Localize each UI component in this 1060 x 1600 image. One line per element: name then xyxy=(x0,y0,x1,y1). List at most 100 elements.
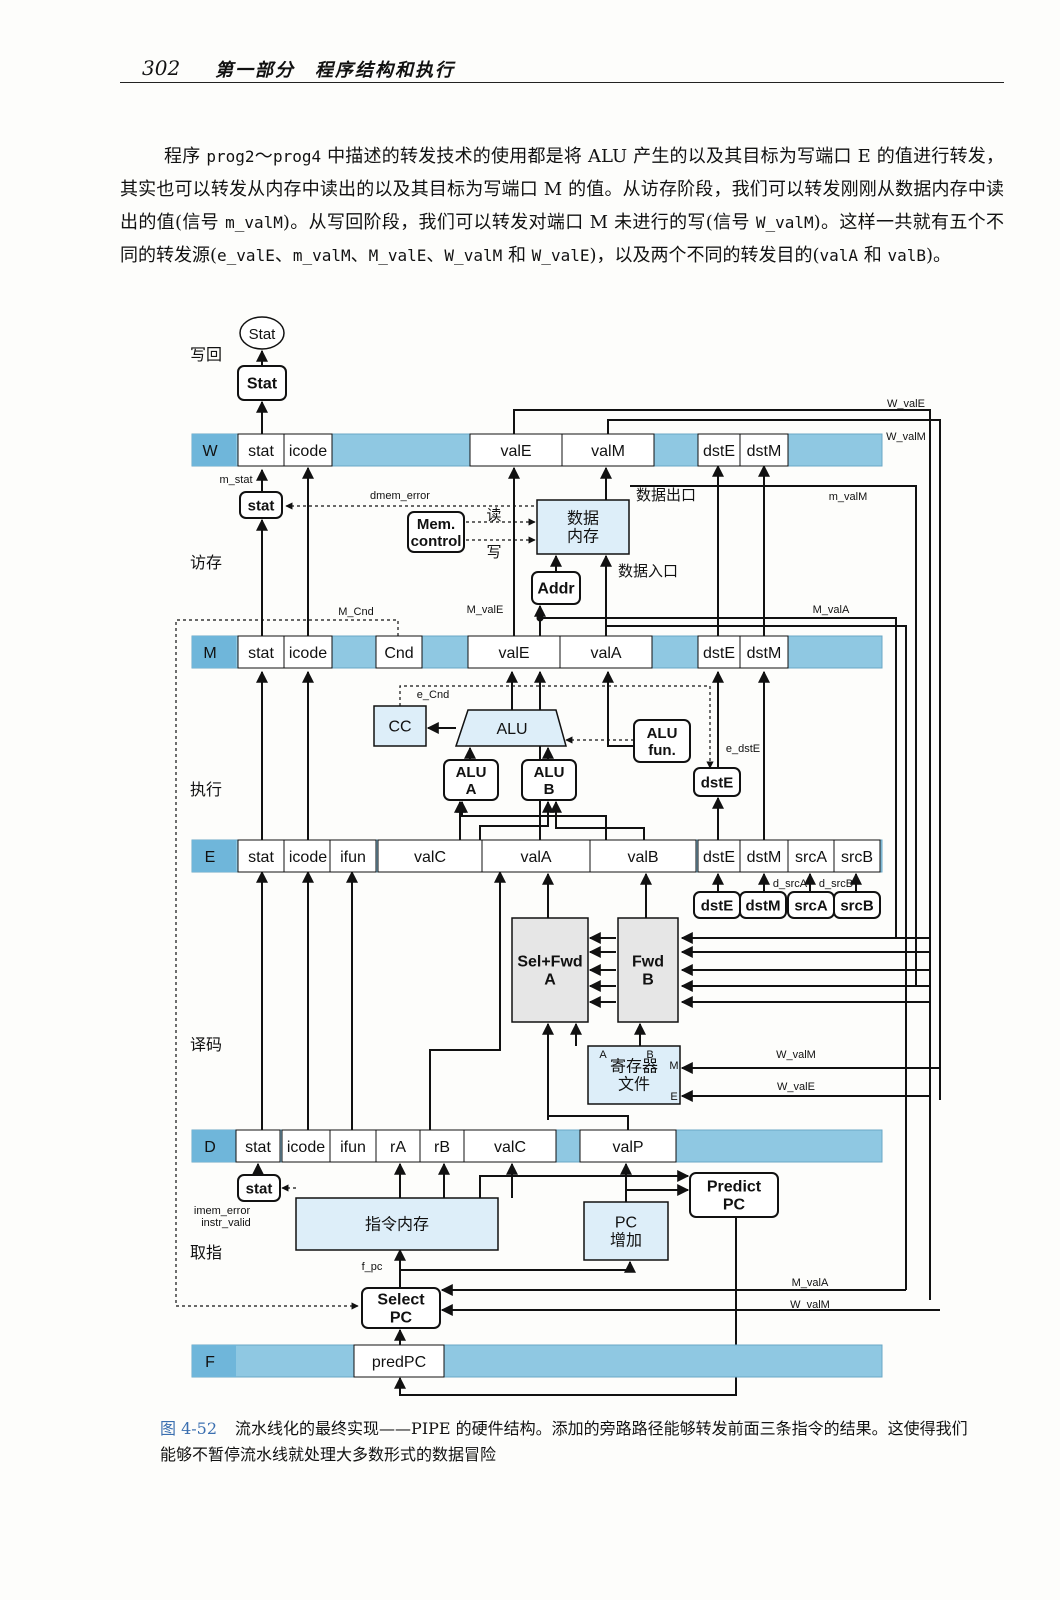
signal-rf-W_valM: W_valM xyxy=(776,1049,816,1061)
signal-instr_valid: instr_valid xyxy=(201,1217,251,1229)
alu-fun-block xyxy=(633,719,691,763)
pipe-field xyxy=(739,635,789,669)
predict-pc-block-label: PC xyxy=(723,1197,746,1214)
signal-dmem_error: dmem_error xyxy=(370,490,430,502)
decode-d_srcb-block-label: srcB xyxy=(840,897,874,914)
pipe-field-ifun: ifun xyxy=(340,1139,366,1156)
alu-label: ALU xyxy=(496,721,527,738)
predict-pc-block-label: Predict xyxy=(707,1179,762,1196)
text-run: 程序 xyxy=(164,146,207,167)
pipe-field-valP: valP xyxy=(612,1139,643,1156)
text-run: 和 xyxy=(502,245,532,266)
pipe-field-rB: rB xyxy=(434,1139,450,1156)
pipe-field-valC: valC xyxy=(414,849,446,866)
sel-fwd-a-block-label: Sel+Fwd xyxy=(517,954,582,971)
pipe-field xyxy=(697,839,741,873)
pipe-reg-name-cell xyxy=(192,1345,236,1377)
pc-increment-block xyxy=(583,1201,669,1261)
text-run: )。 xyxy=(926,245,952,266)
pipe-reg-name-cell xyxy=(192,1130,236,1162)
signal-data-out: 数据出口 xyxy=(636,486,696,504)
pipe-field xyxy=(739,433,789,467)
alu-fun-block-label: fun. xyxy=(648,742,676,759)
signal-rf-B: B xyxy=(646,1049,653,1061)
pipe-field xyxy=(697,635,741,669)
pipe-field xyxy=(237,433,285,467)
code-term: m_valM xyxy=(292,246,351,265)
select-pc-block xyxy=(361,1287,441,1329)
pipe-field-icode: icode xyxy=(287,1139,325,1156)
pipe-field xyxy=(283,433,333,467)
pipe-field-dstE: dstE xyxy=(703,443,735,460)
signal-f-W_valM: W_valM xyxy=(790,1299,830,1311)
pc-increment-block-label: PC xyxy=(615,1215,637,1232)
pipe-field-stat: stat xyxy=(248,443,274,460)
decode-d_srca-block-label: srcA xyxy=(794,897,828,914)
addr-block-label: Addr xyxy=(537,581,574,598)
pipe-field-dstM: dstM xyxy=(747,443,782,460)
stage-label-decode: 译码 xyxy=(190,1035,222,1054)
wire xyxy=(513,409,931,1300)
pipe-field-ifun: ifun xyxy=(340,849,366,866)
mem-control-block-label: Mem. xyxy=(417,516,455,533)
pipe-field-predPC: predPC xyxy=(372,1354,426,1371)
wire xyxy=(479,1170,690,1198)
code-term: m_valM xyxy=(225,213,283,232)
alu-b-block-label: B xyxy=(544,781,555,798)
pipe-field-icode: icode xyxy=(289,443,327,460)
instruction-memory-block xyxy=(295,1197,499,1251)
stat-writeback-block xyxy=(237,365,287,401)
figure-number: 图 4-52 xyxy=(160,1419,218,1438)
stat-writeback-block-label: Stat xyxy=(247,376,278,393)
mem-control-block xyxy=(407,511,465,553)
code-term: prog4 xyxy=(272,147,322,166)
pipe-field-valE: valE xyxy=(500,443,531,460)
code-term: prog2 xyxy=(206,147,255,166)
code-term: e_valE xyxy=(217,246,275,265)
wire xyxy=(429,870,506,1130)
pipe-field-stat: stat xyxy=(248,645,274,662)
alu-a-block-label: ALU xyxy=(456,764,487,781)
pipe-field-dstE: dstE xyxy=(703,645,735,662)
wire xyxy=(394,1217,737,1396)
text-run: )。从写回阶段，我们可以转发对端口 M 未进行的写(信号 xyxy=(282,212,756,233)
pipe-field-valB: valB xyxy=(627,849,658,866)
data-memory-block xyxy=(536,499,630,555)
signal-rf-M: M xyxy=(669,1060,678,1072)
alu-a-block-label: A xyxy=(466,781,477,798)
pipe-field-stat: stat xyxy=(245,1139,271,1156)
signal-m_stat: m_stat xyxy=(219,474,252,486)
signal-rf-W_valE: W_valE xyxy=(777,1081,815,1093)
code-term: W_valE xyxy=(531,246,590,265)
pipe-field-dstM: dstM xyxy=(747,645,782,662)
signal-write: 写 xyxy=(486,543,501,561)
pipe-field-dstM: dstM xyxy=(747,849,782,866)
text-run: 、 xyxy=(350,245,369,266)
sel-fwd-a-block xyxy=(511,917,589,1023)
pipe-field-srcA: srcA xyxy=(795,849,827,866)
decode-d_srcb-block xyxy=(833,891,881,919)
pipe-field xyxy=(561,433,655,467)
stage-label-memory: 访存 xyxy=(190,553,222,572)
pipe-field xyxy=(237,839,285,873)
caption-text: 流水线化的最终实现——PIPE 的硬件结构。添加的旁路路径能够转发前面三条指令的… xyxy=(160,1419,968,1464)
code-term: W_valM xyxy=(755,213,814,232)
chapter-title: 第一部分 程序结构和执行 xyxy=(215,60,455,81)
dste-execute-block-label: dstE xyxy=(701,774,734,791)
data-memory-block-label: 数据 xyxy=(567,510,599,528)
pipe-register-name: F xyxy=(205,1354,215,1371)
stat-memory-block-label: stat xyxy=(248,497,275,514)
stat-fetch-block xyxy=(237,1174,281,1202)
text-run: 中描述的转发技术的使用都是将 ALU 产生的以及其目标为写端口 E 的值进行转发… xyxy=(120,146,1004,233)
pipe-field xyxy=(329,1129,377,1163)
pipe-field xyxy=(559,635,653,669)
pipe-field xyxy=(579,1129,677,1163)
pipe-field xyxy=(833,839,881,873)
signal-e_Cnd: e_Cnd xyxy=(417,689,449,701)
text-run: )，以及两个不同的转发目的( xyxy=(589,245,820,266)
wire xyxy=(550,800,645,840)
pipe-field xyxy=(281,1129,331,1163)
pipe-register-name: E xyxy=(205,849,216,866)
text-run: ～ xyxy=(254,146,273,167)
